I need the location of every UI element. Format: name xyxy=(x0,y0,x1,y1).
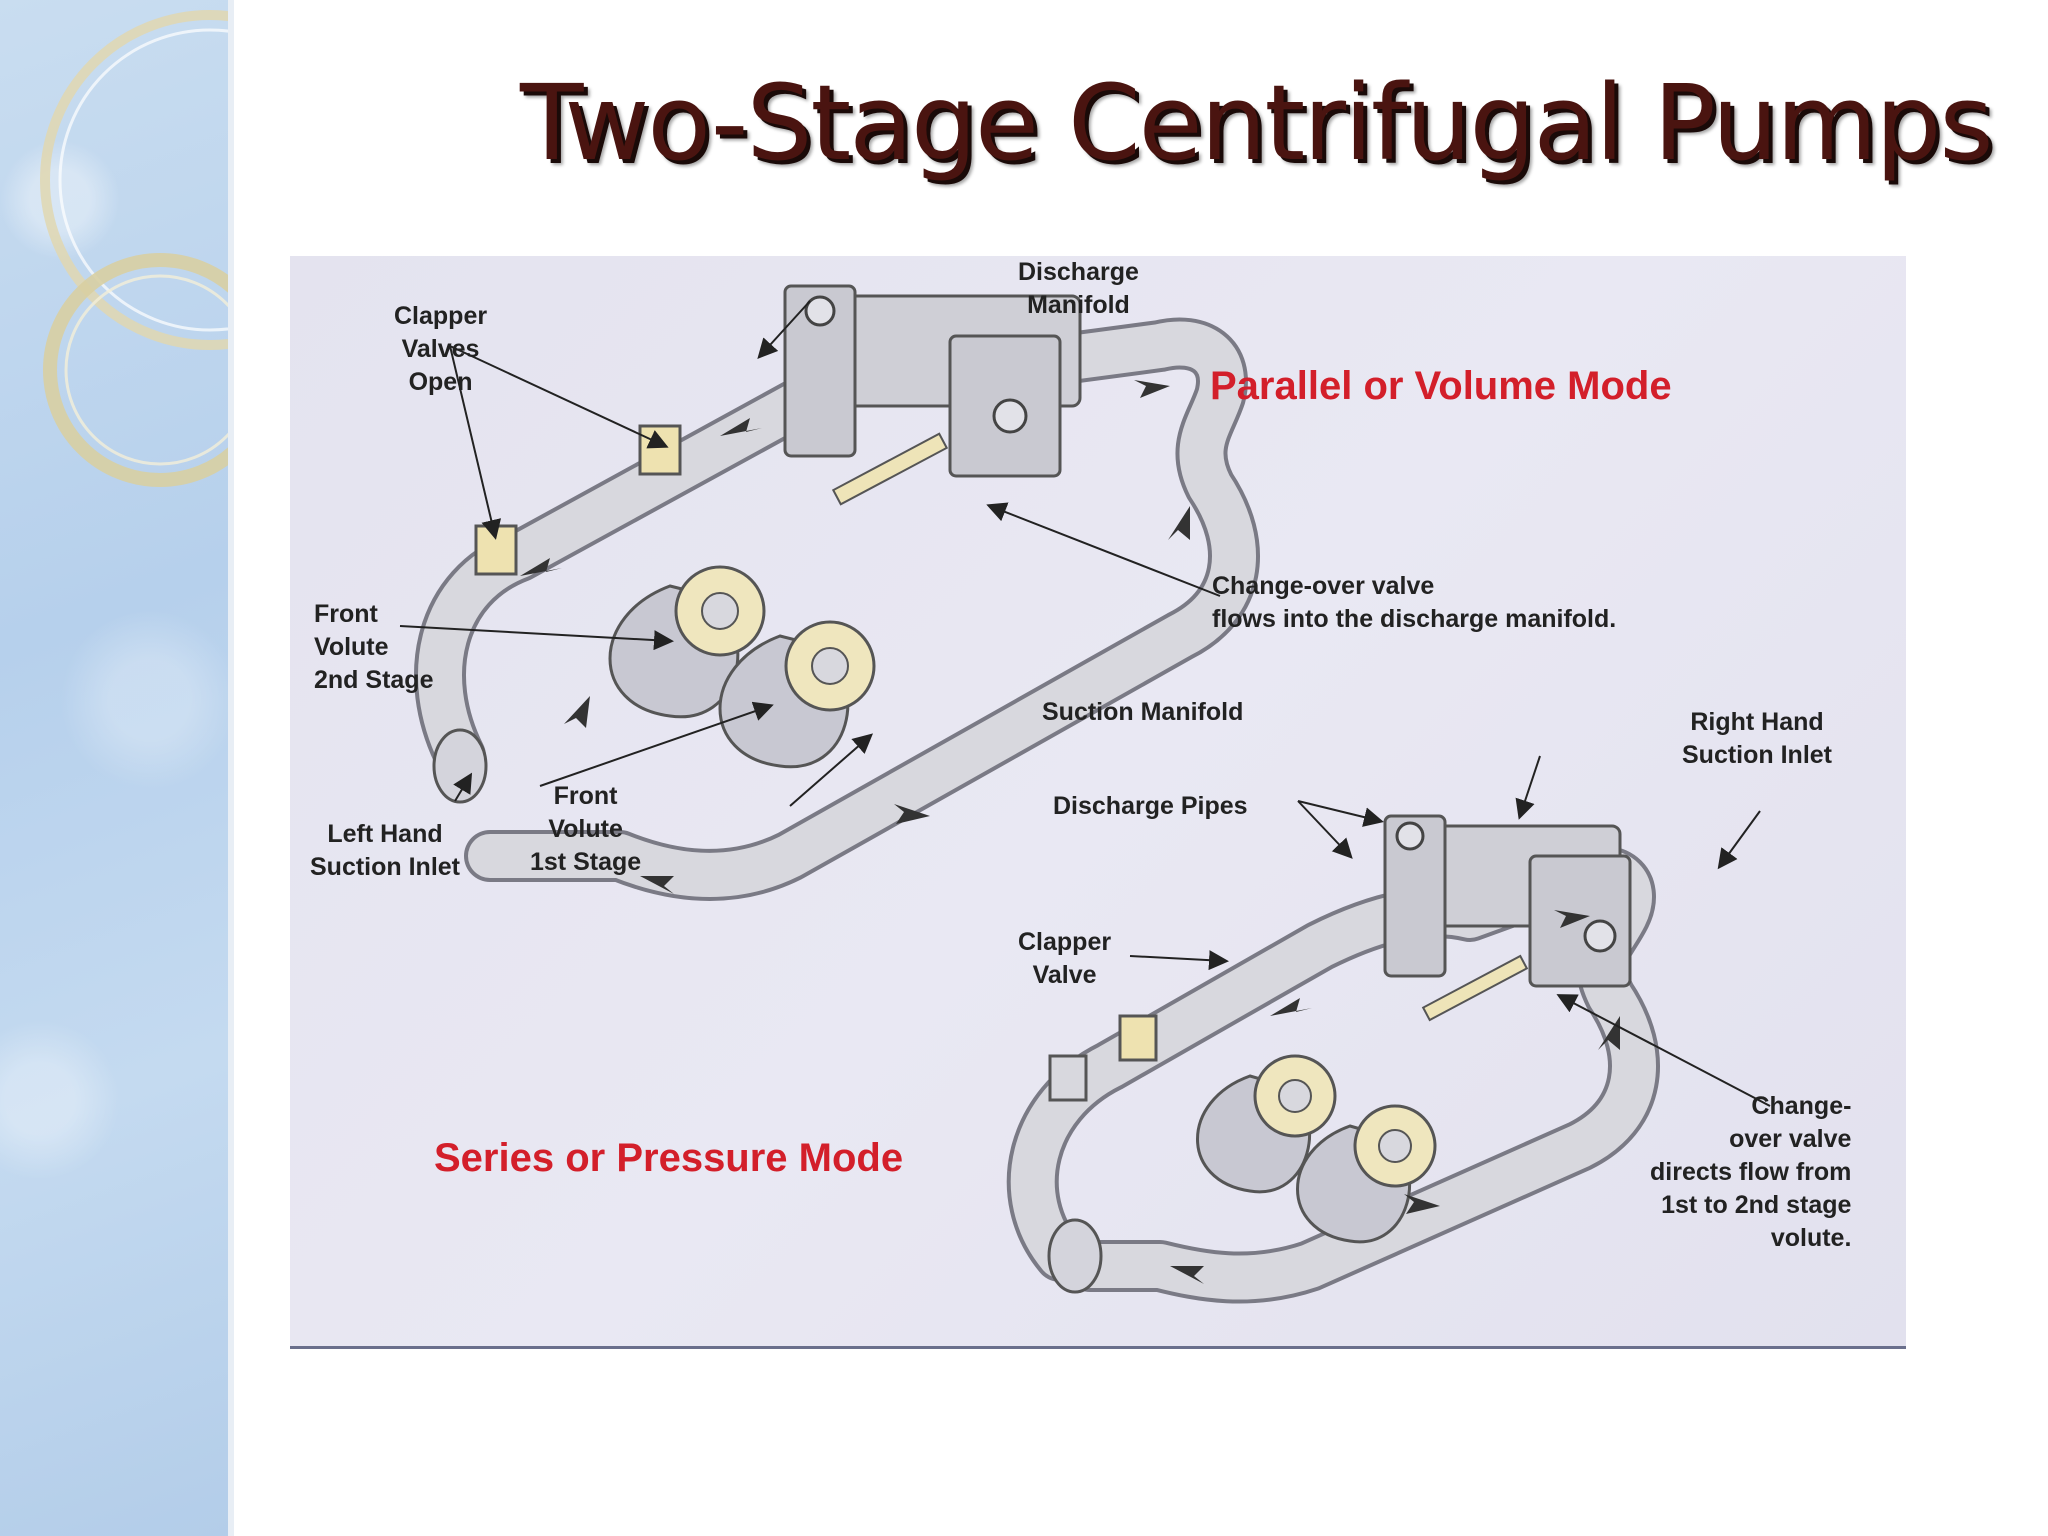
parallel-pump-assembly xyxy=(414,284,1260,901)
parallel-mode-caption: Parallel or Volume Mode xyxy=(1210,364,1672,408)
label-clapper-valve: Clapper Valve xyxy=(1018,928,1112,989)
slide-title: Two-Stage Centrifugal Pumps xyxy=(520,62,1994,184)
label-front-volute-2nd-stage: Front Volute 2nd Stage xyxy=(314,600,434,694)
pump-illustration xyxy=(399,284,1771,1304)
label-right-hand-suction-inlet: Right Hand Suction Inlet xyxy=(1682,708,1832,769)
pump-diagram: Parallel or Volume Mode Series or Pressu… xyxy=(290,256,1906,1349)
label-suction-manifold: Suction Manifold xyxy=(1042,698,1244,726)
label-clapper-valves-open: Clapper Valves Open xyxy=(394,302,488,396)
label-changeover-valve-parallel: Change-over valve flows into the dischar… xyxy=(1212,572,1617,633)
leader-lines xyxy=(399,300,1771,1107)
label-changeover-valve-series: Change- over valve directs flow from 1st… xyxy=(1650,1092,1852,1252)
label-left-hand-suction-inlet: Left Hand Suction Inlet xyxy=(310,820,460,881)
decorative-rings xyxy=(40,10,228,487)
series-pump-assembly xyxy=(1006,814,1660,1304)
label-discharge-pipes: Discharge Pipes xyxy=(1053,792,1248,820)
label-front-volute-1st-stage: Front Volute 1st Stage xyxy=(530,782,642,876)
label-discharge-manifold: Discharge Manifold xyxy=(1018,258,1139,319)
series-mode-caption: Series or Pressure Mode xyxy=(434,1136,904,1180)
decorative-sidebar xyxy=(0,0,234,1536)
